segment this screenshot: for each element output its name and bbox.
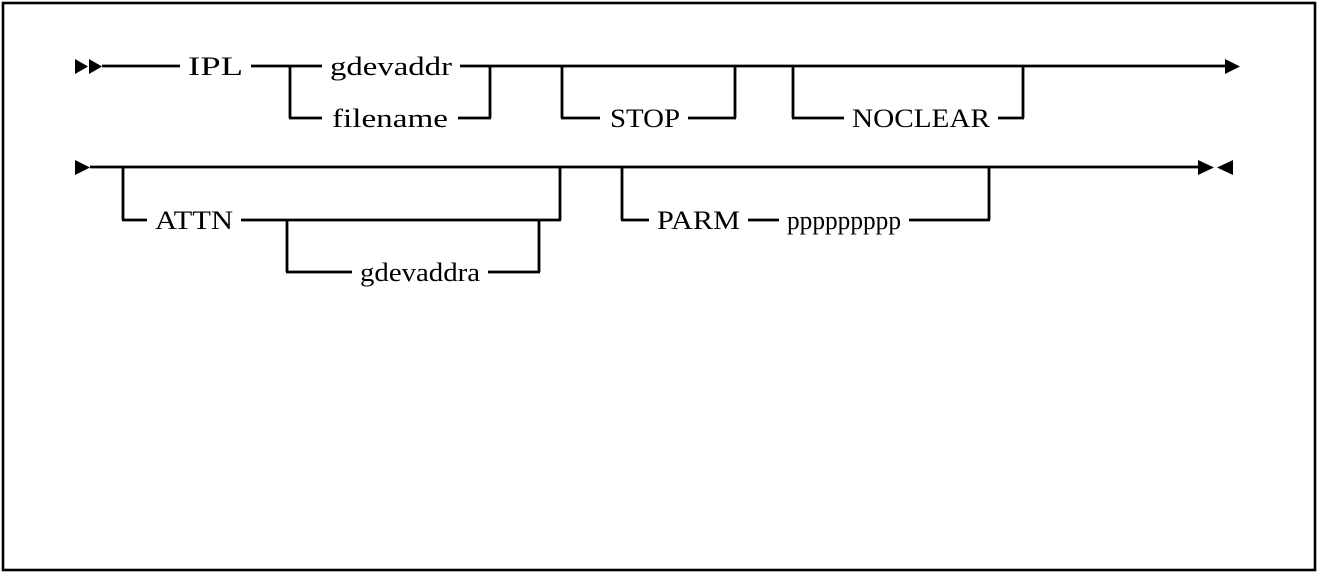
row2-continue-arrow-icon [75, 160, 90, 175]
row1-continue-arrow-icon [1225, 59, 1240, 74]
keyword-stop: STOP [610, 104, 680, 133]
variable-gdevaddra: gdevaddra [360, 258, 481, 287]
diagram-start-arrow2-icon [89, 59, 102, 74]
diagram-start-arrow-icon [75, 59, 88, 74]
keyword-parm: PARM [657, 206, 740, 235]
diagram-border [1, 1, 1317, 572]
row1-branch-verticals [288, 66, 1025, 118]
row2-branch-verticals [121, 167, 991, 220]
rail-labels: IPL gdevaddr filename STOP NOCLEAR ATTN … [155, 52, 991, 287]
keyword-noclear: NOCLEAR [852, 104, 991, 133]
diagram-end-left-arrow-icon [1217, 160, 1233, 175]
keyword-ipl: IPL [188, 52, 243, 81]
variable-parm-value: ppppppppp [787, 206, 901, 235]
variable-gdevaddr: gdevaddr [330, 52, 452, 81]
keyword-attn: ATTN [155, 206, 233, 235]
variable-filename: filename [332, 104, 448, 133]
diagram-end-right-arrow-icon [1198, 160, 1214, 175]
gdevaddra-branch-rails [285, 220, 541, 274]
rail-lines [90, 64, 1227, 274]
rail-terminators [75, 59, 1240, 175]
